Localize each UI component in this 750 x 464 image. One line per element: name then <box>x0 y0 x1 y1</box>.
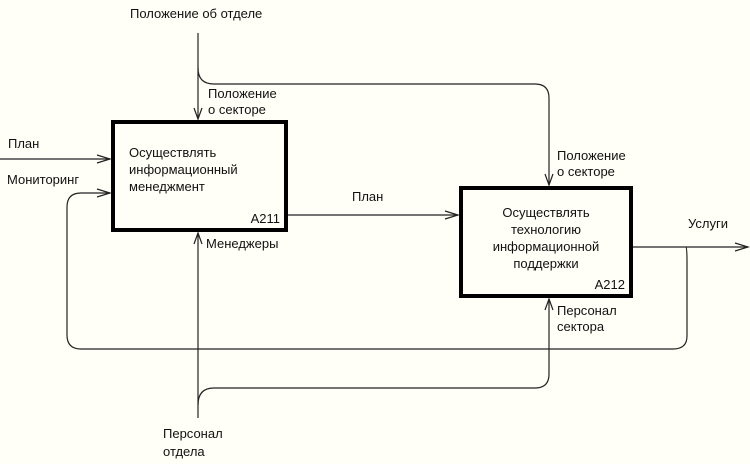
arrow-input-monitoring-head <box>96 188 113 198</box>
label-input-plan: План <box>8 136 40 151</box>
label-control-top: Положение об отделе <box>130 6 263 21</box>
arrow-mechanism-a212-head <box>544 297 554 311</box>
label-control-a212: Положение о секторе <box>557 148 626 179</box>
arrow-input-monitoring <box>66 192 688 350</box>
activity-id-a212: A212 <box>594 277 625 292</box>
activity-id-a211: A211 <box>250 211 280 226</box>
arrow-a211-to-a212-head <box>444 210 461 220</box>
activity-title-a211: Осуществлять информационный менеджмент <box>129 145 238 194</box>
activity-title-a212: Осуществлять технологию информационной п… <box>492 205 600 271</box>
label-mechanism-bottom: Персонал отдела <box>163 426 223 459</box>
label-control-a211: Положение о секторе <box>208 86 277 117</box>
arrow-output-services-head <box>734 242 750 252</box>
arrow-control-a211-head <box>193 107 203 121</box>
activity-box-a212[interactable]: Осуществлять технологию информационной п… <box>459 186 633 298</box>
arrow-control-a212 <box>197 67 550 185</box>
label-a211-to-a212: План <box>352 189 384 204</box>
arrow-mechanism-a212 <box>197 299 550 406</box>
label-mechanism-a212: Персонал сектора <box>557 303 617 334</box>
arrow-control-a212-head <box>544 173 554 187</box>
label-input-monitoring: Мониторинг <box>7 172 80 187</box>
label-mechanism-a211: Менеджеры <box>206 236 279 251</box>
arrow-mechanism-a211-head <box>193 231 203 245</box>
label-output-services: Услуги <box>688 216 728 231</box>
activity-box-a211[interactable]: Осуществлять информационный менеджмент A… <box>111 120 288 232</box>
arrow-input-plan-head <box>96 154 113 164</box>
